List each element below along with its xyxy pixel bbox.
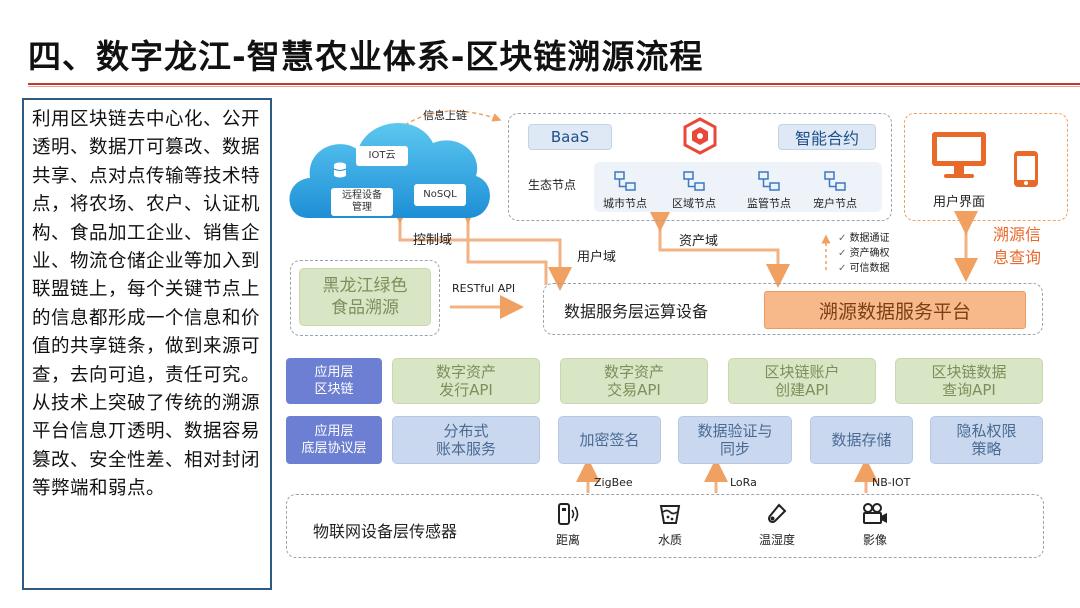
query-api-box: 区块链数据 查询API xyxy=(895,358,1043,404)
control-domain-label: 控制域 xyxy=(413,233,453,248)
protocol-zigbee: ZigBee xyxy=(594,476,633,489)
iot-layer-panel xyxy=(286,494,1044,558)
signature-box: 加密签名 xyxy=(558,416,661,464)
node-icon xyxy=(824,171,846,191)
heilongjiang-trace-box: 黑龙江绿色 食品溯源 xyxy=(299,268,431,326)
user-domain-label: 用户域 xyxy=(577,250,617,265)
app-layer-tag: 应用层 区块链 xyxy=(286,358,382,404)
issue-api-box: 数字资产 发行API xyxy=(392,358,540,404)
blockchain-logo-icon xyxy=(681,117,719,155)
check-item: ✓ 可信数据 xyxy=(838,263,890,274)
nosql-label: NoSQL xyxy=(414,184,466,206)
smart-contract-tag: 智能合约 xyxy=(778,124,876,150)
trade-api-box: 数字资产 交易API xyxy=(560,358,708,404)
sensor-water: 水质 xyxy=(648,502,692,548)
privacy-box: 隐私权限 策略 xyxy=(930,416,1043,464)
region-node: 区域节点 xyxy=(666,170,722,211)
baas-tag: BaaS xyxy=(528,124,612,150)
user-ui-label: 用户界面 xyxy=(933,195,986,210)
trace-platform-box: 溯源数据服务平台 xyxy=(764,291,1026,329)
asset-domain-label: 资产域 xyxy=(679,234,719,249)
node-icon xyxy=(683,171,705,191)
restful-label: RESTful API xyxy=(452,282,516,295)
user-interface-panel xyxy=(904,113,1068,221)
iot-cloud-label: IOT云 xyxy=(356,146,408,166)
thermometer-icon xyxy=(767,503,787,524)
description-text: 利用区块链去中心化、公开透明、数据丌可篡改、数据共享、点对点传输等技术特点，将农… xyxy=(22,98,272,590)
protocol-nbiot: NB-IOT xyxy=(872,476,911,489)
title-divider xyxy=(28,83,1080,85)
remote-device-label: 远程设备 管理 xyxy=(331,188,393,216)
monitor-icon xyxy=(930,130,988,182)
storage-box: 数据存储 xyxy=(810,416,913,464)
page-title: 四、数字龙江-智慧农业体系-区块链溯源流程 xyxy=(28,37,704,76)
data-service-label: 数据服务层运算设备 xyxy=(564,302,709,321)
account-api-box: 区块链账户 创建API xyxy=(728,358,876,404)
validation-box: 数据验证与 同步 xyxy=(678,416,792,464)
baas-panel xyxy=(508,113,892,221)
database-icon xyxy=(333,162,347,178)
data-service-panel xyxy=(543,283,1043,335)
title-divider-shadow xyxy=(28,86,1080,87)
eco-node-label: 生态节点 xyxy=(528,178,577,192)
check-list: ✓ 数据通证 ✓ 资产确权 ✓ 可信数据 xyxy=(838,231,890,276)
camera-icon xyxy=(863,503,887,524)
ledger-service-box: 分布式 账本服务 xyxy=(392,416,540,464)
node-icon xyxy=(614,171,636,191)
protocol-lora: LoRa xyxy=(730,476,757,489)
sensor-image: 影像 xyxy=(853,502,897,548)
city-node: 城市节点 xyxy=(597,170,653,211)
sensor-distance: 距离 xyxy=(546,502,590,548)
phone-icon xyxy=(1012,150,1040,188)
distance-icon xyxy=(558,503,579,525)
sensor-temp-humidity: 温湿度 xyxy=(752,502,802,548)
customer-node: 宠户节点 xyxy=(807,170,863,211)
base-layer-tag: 应用层 底层协议层 xyxy=(286,416,382,464)
supervision-node: 监管节点 xyxy=(741,170,797,211)
trace-query-label: 溯源信 息查询 xyxy=(993,225,1042,267)
iot-layer-label: 物联网设备层传感器 xyxy=(313,522,458,541)
water-quality-icon xyxy=(659,505,681,524)
node-icon xyxy=(758,171,780,191)
check-item: ✓ 数据通证 xyxy=(838,233,890,244)
check-item: ✓ 资产确权 xyxy=(838,248,890,259)
info-chain-label: 信息上链 xyxy=(423,109,467,122)
heilongjiang-panel xyxy=(290,260,440,336)
